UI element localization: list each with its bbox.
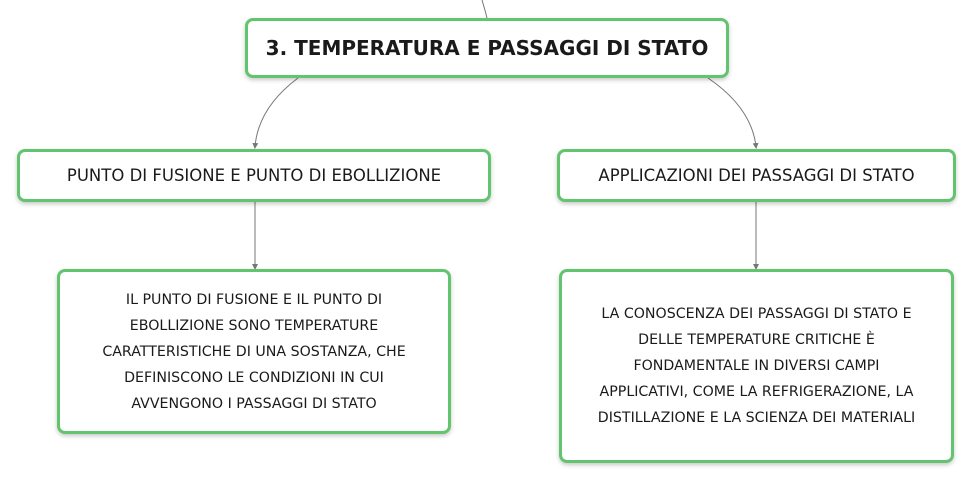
connector-root-to-right-topic [707, 77, 759, 149]
detail-text: IL PUNTO DI FUSIONE E IL PUNTO DI EBOLLI… [102, 287, 405, 417]
detail-line: AVVENGONO I PASSAGGI DI STATO [131, 395, 377, 412]
detail-line: LA CONOSCENZA DEI PASSAGGI DI STATO E [601, 306, 912, 322]
root-topic-node[interactable]: 3. TEMPERATURA E PASSAGGI DI STATO [245, 18, 729, 78]
connector-from-parent [481, 0, 488, 19]
detail-line: DEFINISCONO LE CONDIZIONI IN CUI [124, 369, 384, 386]
detail-line: IL PUNTO DI FUSIONE E IL PUNTO DI [125, 291, 383, 308]
subtopic-node-applicazioni[interactable]: APPLICAZIONI DEI PASSAGGI DI STATO [557, 149, 956, 202]
subtopic-title: APPLICAZIONI DEI PASSAGGI DI STATO [598, 166, 915, 185]
detail-line: EBOLLIZIONE SONO TEMPERATURE [129, 317, 379, 334]
subtopic-node-punto-di-fusione[interactable]: PUNTO DI FUSIONE E PUNTO DI EBOLLIZIONE [17, 149, 491, 202]
detail-line: CARATTERISTICHE DI UNA SOSTANZA, CHE [102, 343, 406, 360]
subtopic-title: PUNTO DI FUSIONE E PUNTO DI EBOLLIZIONE [66, 166, 442, 185]
connector-root-to-left-topic [252, 77, 299, 149]
detail-node-punto-di-fusione[interactable]: IL PUNTO DI FUSIONE E IL PUNTO DI EBOLLI… [57, 269, 451, 434]
detail-text: LA CONOSCENZA DEI PASSAGGI DI STATO E DE… [598, 301, 915, 431]
detail-line: APPLICATIVI, COME LA REFRIGERAZIONE, LA [599, 384, 914, 400]
detail-line: DELLE TEMPERATURE CRITICHE È [638, 332, 875, 348]
detail-node-applicazioni[interactable]: LA CONOSCENZA DEI PASSAGGI DI STATO E DE… [559, 269, 954, 463]
root-topic-title: 3. TEMPERATURA E PASSAGGI DI STATO [265, 36, 709, 60]
detail-line: FONDAMENTALE IN DIVERSI CAMPI [633, 358, 880, 374]
detail-line: DISTILLAZIONE E LA SCIENZA DEI MATERIALI [597, 410, 916, 426]
